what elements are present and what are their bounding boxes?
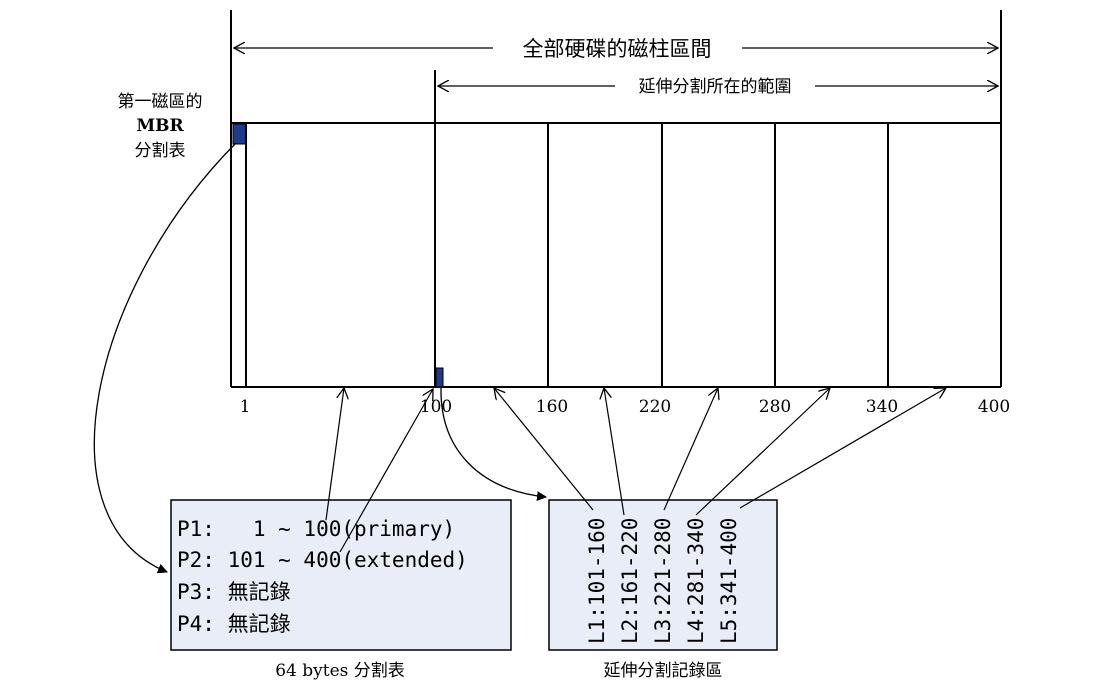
- extended-marker-to-records-arrow: [440, 387, 547, 502]
- extended-record-l2: L2:161-220: [618, 518, 642, 644]
- mbr-label-line3: 分割表: [135, 141, 186, 161]
- p2-range-arrow: [339, 389, 433, 553]
- l5-range-arrow: [739, 388, 946, 509]
- partition-entry-p2: P2: 101 ~ 400(extended): [177, 548, 468, 572]
- extended-record-l5: L5:341-400: [717, 518, 741, 644]
- partition-entry-p3: P3: 無記錄: [177, 580, 291, 604]
- tick-label-160: 160: [536, 397, 568, 417]
- mbr-sector-marker: [232, 123, 247, 145]
- p1-range-arrow: [325, 388, 344, 521]
- l3-range-arrow: [663, 388, 718, 511]
- extended-record-l4: L4:281-340: [684, 518, 708, 644]
- extended-record-l3: L3:221-280: [651, 518, 675, 644]
- extended-records-box: [548, 499, 778, 651]
- l2-range-arrow: [604, 388, 625, 516]
- mbr-to-table-arrow: [93, 142, 237, 574]
- partition-table-box: [170, 499, 512, 651]
- extended-records-caption: 延伸分割記錄區: [604, 661, 723, 681]
- extended-record-l1: L1:101-160: [585, 518, 609, 644]
- extended-record-marker: [435, 367, 444, 388]
- l4-range-arrow: [695, 388, 830, 516]
- tick-label-100: 100: [420, 397, 452, 417]
- tick-label-1: 1: [240, 397, 251, 417]
- tick-label-280: 280: [759, 397, 791, 417]
- mbr-label-line1: 第一磁區的: [118, 92, 203, 112]
- partition-entry-p4: P4: 無記錄: [177, 612, 291, 636]
- partition-table-caption: 64 bytes 分割表: [275, 661, 405, 681]
- tick-label-400: 400: [978, 397, 1010, 417]
- mbr-label-line2: MBR: [136, 116, 184, 136]
- tick-label-220: 220: [639, 397, 671, 417]
- tick-label-340: 340: [866, 397, 898, 417]
- full-range-label: 全部硬碟的磁柱區間: [523, 37, 712, 61]
- partition-entry-p1: P1: 1 ~ 100(primary): [177, 517, 455, 541]
- l1-range-arrow: [494, 388, 594, 511]
- extended-range-label: 延伸分割所在的範圍: [639, 77, 792, 97]
